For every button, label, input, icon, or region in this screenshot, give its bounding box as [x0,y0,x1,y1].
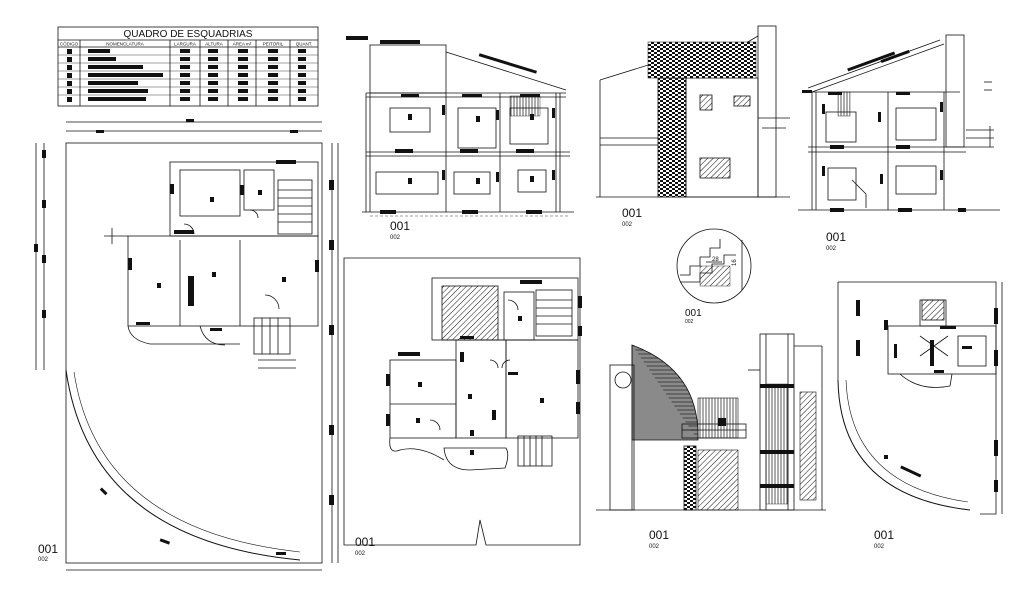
elevation-front-marks [718,384,794,488]
schedule-table-cells [67,49,306,102]
stair-riser-dimension: 16 [732,259,738,266]
site-plan-marks [34,119,334,555]
section-a-scale: 002 [390,235,401,241]
elevation-front-scale: 002 [649,544,660,550]
elevation-side [596,25,790,198]
section-b-title: 001 [826,230,846,244]
schedule-header-qty: QUANT. [296,42,313,47]
floor-plan-scale: 002 [355,551,366,557]
elevation-front [596,333,826,511]
stair-detail-scale: 002 [685,319,694,325]
schedule-header-width: LARGURA [174,42,196,47]
stair-tread-dimension: 28 [712,257,719,263]
floor-plan-title: 001 [355,535,375,549]
schedule-table-text: QUADRO DE ESQUADRIAS CÓDIGO NOMENCLATURA… [60,29,312,47]
schedule-table-title: QUADRO DE ESQUADRIAS [124,29,253,40]
schedule-header-area: ÁREA m² [233,41,252,47]
section-b [798,34,1000,211]
floor-plan-marks [386,280,582,455]
site-plan-scale: 002 [38,557,49,563]
schedule-header-code: CÓDIGO [60,41,79,47]
drawing-labels: 001 002 001 002 001 002 001 002 001 002 … [38,206,894,563]
floor-plan [343,257,581,546]
elevation-side-scale: 002 [622,222,633,228]
site-plan [35,121,339,571]
section-b-marks [802,49,966,212]
roof-plan [837,281,1003,515]
schedule-header-sill: PEITORIL [263,42,284,47]
elevation-front-title: 001 [649,528,669,542]
section-a-title: 001 [390,219,410,233]
site-plan-title: 001 [38,542,58,556]
roof-plan-marks [856,300,998,492]
roof-plan-scale: 002 [874,544,885,550]
roof-plan-title: 001 [874,528,894,542]
stair-detail-title: 001 [685,308,702,319]
elevation-side-title: 001 [622,206,642,220]
schedule-header-name: NOMENCLATURA [106,42,143,47]
section-b-scale: 002 [826,246,837,252]
section-a [362,44,574,217]
schedule-table [57,26,319,107]
section-a-marks [346,36,555,214]
schedule-header-height: ALTURA [205,42,222,47]
stair-detail [676,228,752,304]
